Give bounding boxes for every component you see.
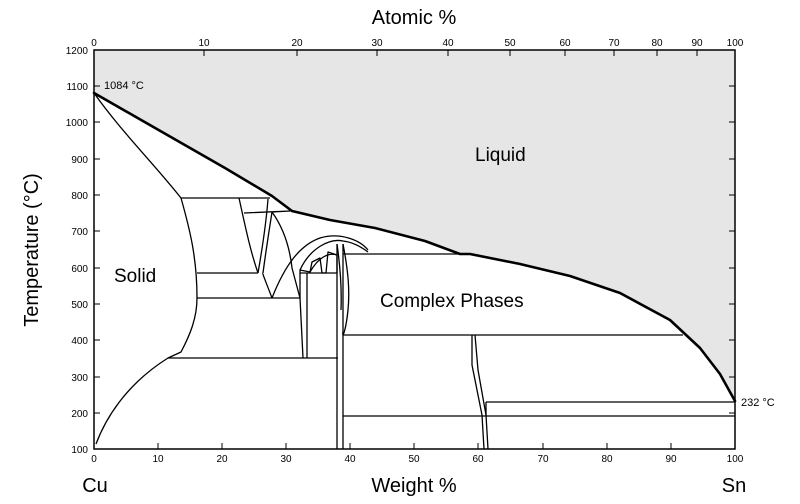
phase-boundaries bbox=[93, 92, 735, 450]
y-axis-ticks bbox=[94, 85, 735, 450]
sn-label: Sn bbox=[722, 475, 746, 497]
x-top-tick-label: 90 bbox=[691, 38, 703, 49]
beta-right bbox=[257, 198, 269, 274]
x-tick-label: 30 bbox=[280, 454, 292, 465]
x-top-tick-label: 50 bbox=[504, 38, 516, 49]
x-top-tick-label: 30 bbox=[371, 38, 383, 49]
x-tick-label: 80 bbox=[601, 454, 613, 465]
y-tick-label: 1100 bbox=[66, 82, 88, 93]
y-tick-labels: 100 200 300 400 500 600 700 800 900 1000… bbox=[66, 46, 89, 456]
x-tick-label: 70 bbox=[537, 454, 549, 465]
y-tick-label: 1000 bbox=[66, 118, 89, 129]
sn-melting-annotation: 232 °C bbox=[741, 397, 775, 409]
x-top-tick-labels: 0 10 20 30 40 50 60 70 80 90 100 bbox=[91, 38, 744, 49]
x-tick-label: 60 bbox=[472, 454, 484, 465]
x-axis-ticks bbox=[157, 50, 698, 449]
x-top-tick-label: 70 bbox=[608, 38, 620, 49]
dome-inner bbox=[309, 253, 338, 273]
x-top-tick-label: 10 bbox=[198, 38, 210, 49]
eta-curve-2 bbox=[336, 243, 342, 311]
y-tick-label: 600 bbox=[71, 264, 88, 275]
x-bottom-tick-labels: 0 10 20 30 40 50 60 70 80 90 100 bbox=[91, 454, 744, 465]
x-top-tick-label: 20 bbox=[291, 38, 303, 49]
gamma-right bbox=[262, 272, 273, 299]
gamma-curve bbox=[271, 211, 301, 299]
complex-phases-label: Complex Phases bbox=[380, 291, 524, 312]
x-tick-label: 20 bbox=[216, 454, 228, 465]
y-tick-label: 500 bbox=[71, 300, 88, 311]
beta-left bbox=[238, 197, 259, 274]
x-tick-label: 10 bbox=[152, 454, 164, 465]
gamma-curve-2 bbox=[271, 235, 369, 299]
x-axis-title: Weight % bbox=[371, 475, 456, 497]
y-tick-label: 100 bbox=[71, 445, 88, 456]
y-tick-label: 1200 bbox=[66, 46, 89, 57]
y-tick-label: 200 bbox=[71, 409, 88, 420]
cu-melting-annotation: 1084 °C bbox=[104, 80, 144, 92]
gamma-left bbox=[262, 211, 273, 274]
solvus-line bbox=[95, 297, 198, 445]
x-top-tick-label: 100 bbox=[727, 38, 744, 49]
y-tick-label: 800 bbox=[71, 191, 88, 202]
solid-region-label: Solid bbox=[114, 266, 156, 287]
x-top-tick-label: 0 bbox=[91, 38, 97, 49]
top-axis-title: Atomic % bbox=[372, 7, 457, 29]
x-tick-label: 40 bbox=[344, 454, 356, 465]
liquidus-line bbox=[92, 91, 737, 403]
x-top-tick-label: 60 bbox=[559, 38, 571, 49]
y-tick-label: 300 bbox=[71, 373, 88, 384]
solidus-line bbox=[93, 92, 182, 199]
cu-label: Cu bbox=[82, 475, 108, 497]
eta-prime-vertical bbox=[471, 335, 485, 450]
liquid-region-label: Liquid bbox=[475, 145, 526, 166]
x-top-tick-label: 80 bbox=[651, 38, 663, 49]
x-tick-label: 0 bbox=[91, 454, 97, 465]
epsilon-left bbox=[299, 297, 304, 359]
y-axis-title: Temperature (°C) bbox=[21, 173, 43, 327]
dome-outer bbox=[299, 239, 369, 271]
x-tick-label: 50 bbox=[408, 454, 420, 465]
y-tick-label: 700 bbox=[71, 227, 88, 238]
x-tick-label: 90 bbox=[665, 454, 677, 465]
y-tick-label: 400 bbox=[71, 336, 88, 347]
liquid-region bbox=[94, 50, 735, 401]
alpha-boundary bbox=[180, 197, 198, 299]
x-tick-label: 100 bbox=[727, 454, 744, 465]
dome-step-1 bbox=[299, 251, 338, 298]
eta-prime-vertical-2 bbox=[474, 334, 489, 450]
x-top-tick-label: 40 bbox=[442, 38, 454, 49]
eta-curve bbox=[342, 243, 350, 336]
y-tick-label: 900 bbox=[71, 155, 88, 166]
